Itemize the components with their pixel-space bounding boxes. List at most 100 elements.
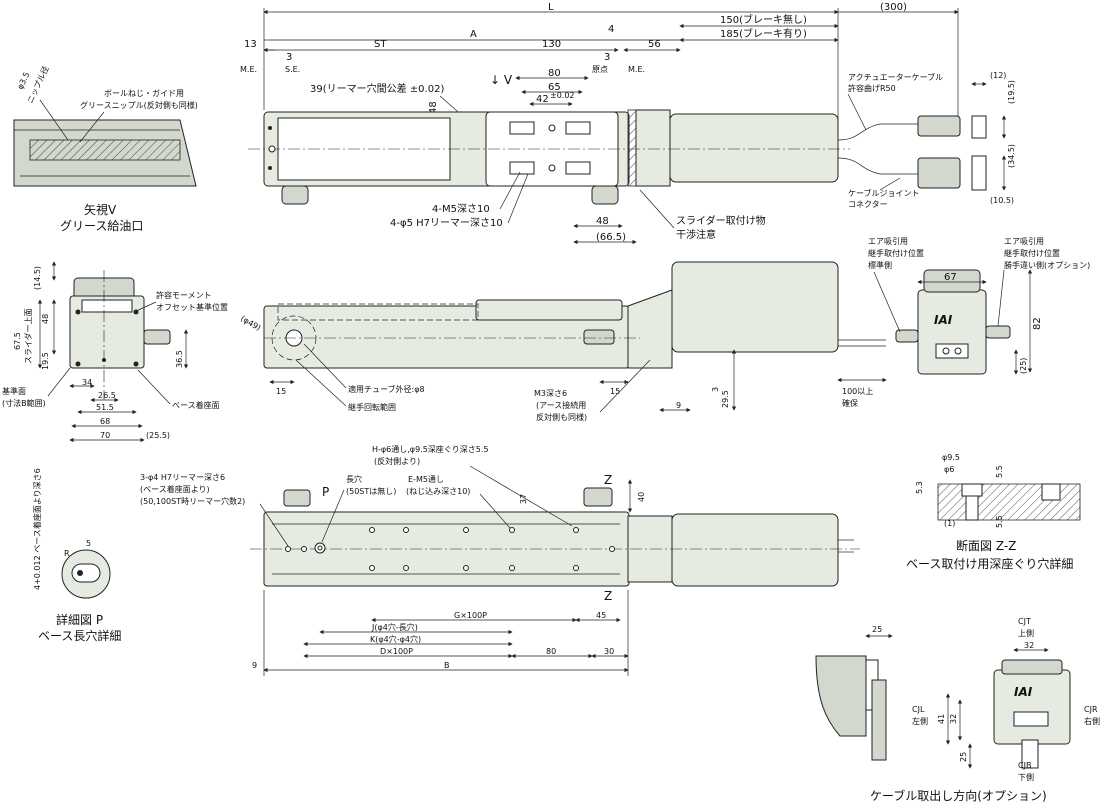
bot-phi4b: (ベース着座面より) [140, 484, 210, 494]
side-joint: 継手回転範囲 [348, 402, 396, 412]
side-100b: 確保 [842, 398, 858, 408]
bot-30: 30 [604, 647, 614, 656]
label-phi5: 4-φ5 H7リーマー深さ10 [390, 217, 503, 229]
grease-label-1: ボールねじ・ガイド用 [104, 88, 184, 98]
end-moment-2: オフセット基準位置 [156, 302, 228, 312]
end-365: 36.5 [175, 350, 184, 368]
bot-phi4a: 3-φ4 H7リーマー深さ6 [140, 473, 225, 482]
label-SE: S.E. [285, 65, 300, 74]
dim-c12: (12) [990, 71, 1006, 80]
sec-title1: 断面図 Z-Z [956, 538, 1016, 553]
end-48: 48 [41, 314, 50, 324]
bot-H2: (反対側より) [374, 456, 420, 466]
cab-CJR1: CJR [1084, 705, 1098, 714]
dim-80: 80 [548, 68, 561, 79]
dim-56: 56 [648, 39, 661, 50]
end-kijun-1: 基準面 [2, 386, 26, 396]
side-100a: 100以上 [842, 387, 873, 396]
bot-9: 9 [252, 661, 257, 670]
dim-c195: (19.5) [1007, 80, 1016, 104]
dim-A: A [470, 29, 477, 40]
dim-13: 13 [244, 39, 257, 50]
grease-title-1: 矢視V [84, 202, 117, 217]
air-end-view: IAI 67 82 (25) エア吸引用 継手取付け位置 標準側 エア吸引用 継… [868, 237, 1090, 375]
side-295: 29.5 [721, 390, 730, 408]
cab-logo: IAI [1014, 685, 1033, 699]
end-slider-top: スライダー上面 [23, 308, 33, 364]
end-view: (14.5) 48 67.5 スライダー上面 19.5 36.5 基準面 (寸法… [2, 261, 228, 443]
detailP-R: R [64, 549, 70, 558]
bottom-view: H-φ6通し,φ9.5深座ぐり深さ5.5 (反対側より) 3-φ4 H7リーマー… [140, 444, 860, 676]
bot-80: 80 [546, 647, 556, 656]
air-67: 67 [944, 272, 957, 283]
bot-37: 37 [519, 494, 528, 504]
cab-41: 41 [937, 714, 946, 724]
dim-48-bottom: 48 [596, 216, 609, 227]
detailP-title1: 詳細図 P [56, 612, 103, 627]
label-ME2: M.E. [628, 65, 645, 74]
grease-title-2: グリース給油口 [60, 219, 143, 233]
bot-long1: 長穴 [346, 474, 362, 484]
cj-1: ケーブルジョイント [848, 188, 920, 198]
side-9: 9 [676, 401, 681, 410]
bot-H1: H-φ6通し,φ9.5深座ぐり深さ5.5 [372, 444, 489, 454]
bot-long2: (50STは無し) [346, 486, 396, 496]
cab-CJB2: 下側 [1018, 772, 1034, 782]
cab-25b: 25 [959, 752, 968, 762]
dim-185: 185(ブレーキ有り) [720, 27, 807, 40]
sec-1: (1) [944, 519, 955, 528]
slider-note-1: スライダー取付け物 [676, 214, 766, 227]
dim-48-vert: 48 [428, 101, 439, 114]
dim-65: 65 [548, 82, 561, 93]
sec-title2: ベース取付け用深座ぐり穴詳細 [906, 556, 1073, 571]
bot-B: B [444, 661, 450, 670]
cab-CJT2: 上側 [1018, 628, 1034, 638]
cable-option: 25 IAI 32 CJT 上側 CJL 左側 CJR 右側 CJB 下側 41… [815, 617, 1100, 803]
dim-L: L [548, 2, 554, 13]
bot-J: J(φ4穴-長穴) [371, 622, 418, 632]
end-255: (25.5) [146, 431, 170, 440]
dim-665: (66.5) [596, 232, 626, 243]
bot-D: D×100P [380, 647, 413, 656]
bot-40: 40 [637, 492, 646, 502]
side-m3a: M3深さ6 [534, 389, 567, 398]
end-base-mount: ベース着座面 [172, 400, 220, 410]
end-70: 70 [100, 431, 110, 440]
end-moment-1: 許容モーメント [156, 290, 212, 300]
side-3: 3 [711, 387, 720, 392]
top-view: L (300) 150(ブレーキ無し) 185(ブレーキ有り) 13 3 ST … [240, 2, 1016, 245]
bot-45: 45 [596, 611, 606, 620]
air-right-2: 継手取付け位置 [1004, 248, 1060, 258]
air-82: 82 [1032, 317, 1043, 330]
bot-E2: (ねじ込み深さ10) [406, 487, 470, 496]
sec-55a: 5.5 [995, 465, 1004, 478]
detailP-title2: ベース長穴詳細 [38, 628, 121, 643]
side-view: (φ49) 15 15 適用チューブ外径:φ8 継手回転範囲 M3深さ6 (アー… [239, 261, 887, 422]
dim-150: 150(ブレーキ無し) [720, 13, 807, 26]
cab-CJR2: 右側 [1084, 716, 1100, 726]
grease-label-2: グリースニップル(反対側も同様) [80, 100, 198, 110]
air-right-3: 勝手違い側(オプション) [1004, 260, 1090, 270]
label-genten: 原点 [592, 65, 608, 74]
side-m3b: (アース接続用 [536, 400, 586, 410]
cab-CJL1: CJL [912, 705, 925, 714]
dim-300: (300) [880, 2, 907, 13]
cab-CJB1: CJB [1018, 761, 1031, 770]
bot-E1: E-M5通し [408, 474, 444, 484]
grease-nipple: ニップル径 [25, 64, 51, 104]
label-m5: 4-M5深さ10 [432, 203, 490, 215]
sec-phi6: φ6 [944, 465, 954, 474]
dim-42-tol: ±0.02 [550, 91, 575, 100]
end-675: 67.5 [13, 332, 22, 350]
reamer-39: 39(リーマー穴間公差 ±0.02) [310, 82, 444, 95]
side-15b: 15 [610, 387, 620, 396]
cab-25a: 25 [872, 625, 882, 634]
grease-phi35: φ3.5 [16, 71, 32, 91]
cab-CJL2: 左側 [912, 716, 928, 726]
section-ZZ: φ9.5 φ6 5.5 5.3 5.5 (1) 断面図 Z-Z ベース取付け用深… [906, 453, 1081, 571]
end-34: 34 [82, 378, 92, 387]
side-phi49: (φ49) [239, 314, 262, 333]
end-195: 19.5 [41, 352, 50, 370]
act-cable-2: 許容曲げR50 [848, 83, 896, 93]
dim-4: 4 [608, 24, 614, 35]
